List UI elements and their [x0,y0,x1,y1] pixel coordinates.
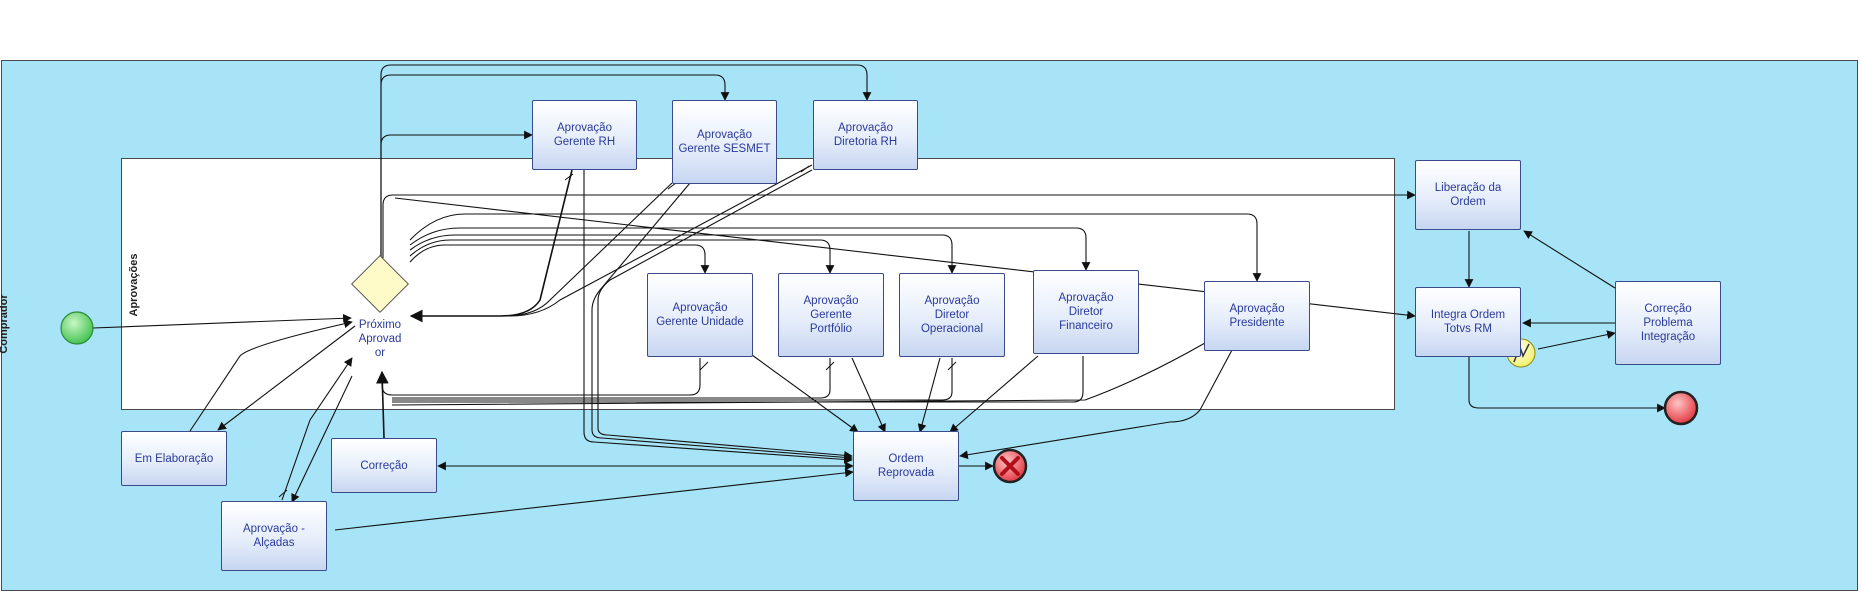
flow-diretoria-reprovada [597,169,853,460]
flow-financeiro-reprovada [949,355,1039,433]
flow-integra-end [1468,357,1666,413]
flow-rh-reprovada [583,170,853,464]
flow-gateway-diretoria [380,64,872,258]
task-label: Aprovação Gerente SESMET [678,129,771,155]
start-event [60,311,94,345]
task-label: Integra Ordem Totvs RM [1430,309,1506,335]
flow-gateway-portfolio [409,239,835,274]
task-gerente-unidade[interactable]: Aprovação Gerente Unidade [647,273,753,357]
task-gerente-sesmet[interactable]: Aprovação Gerente SESMET [672,100,777,184]
gateway-label: Próximo Aprovad or [358,319,402,359]
flow-error-correcao [1537,330,1616,350]
task-gerente-portfolio[interactable]: Aprovação Gerente Portfólio [778,273,884,357]
task-presidente[interactable]: Aprovação Presidente [1204,281,1310,351]
flow-gateway-operacional [409,234,957,274]
task-label: Correção [360,459,408,472]
flow-gateway-elaboracao [217,325,356,431]
flow-portfolio-gateway [392,358,831,399]
flow-presidente-reprovada [959,349,1233,460]
task-aprovacao-alcadas[interactable]: Aprovação - Alçadas [221,501,327,571]
flow-gateway-liberacao [382,190,1416,258]
task-diretoria-rh[interactable]: Aprovação Diretoria RH [813,100,918,170]
task-label: Liberação da Ordem [1434,182,1502,208]
task-diretor-financeiro[interactable]: Aprovação Diretor Financeiro [1033,270,1139,354]
task-liberacao-ordem[interactable]: Liberação da Ordem [1415,160,1521,230]
task-label: Aprovação Gerente Portfólio [803,295,859,335]
end-event [1663,390,1699,426]
task-gerente-rh[interactable]: Aprovação Gerente RH [532,100,637,170]
task-label: Correção Problema Integração [1640,303,1696,343]
task-correcao-problema-integracao[interactable]: Correção Problema Integração [1615,281,1721,365]
flow-operacional-gateway [392,358,953,401]
flow-portfolio-reprovada [851,357,886,433]
flow-alcadas-gateway [281,357,353,501]
flow-diretoria-gateway [509,164,813,317]
flow-start-gateway [92,313,352,329]
flow-unidade-gateway [381,358,701,396]
task-label: Aprovação Gerente Unidade [656,302,744,328]
x-circle-icon [992,448,1028,484]
task-label: Aprovação Presidente [1229,303,1285,329]
task-label: Aprovação Diretoria RH [833,122,898,148]
flow-gateway-financeiro [409,227,1091,271]
task-em-elaboracao[interactable]: Em Elaboração [121,431,227,486]
task-diretor-operacional[interactable]: Aprovação Diretor Operacional [899,273,1005,357]
flow-elaboracao-gateway [189,319,353,432]
task-label: Em Elaboração [134,452,214,465]
flow-operacional-reprovada [917,357,941,433]
flow-gateway-alcadas [291,375,353,503]
flow-rh-gateway [409,169,573,323]
task-label: Aprovação Diretor Operacional [920,295,983,335]
flow-gateway-unidade [409,244,710,274]
task-label: Aprovação - Alçadas [242,523,305,549]
task-label: Aprovação Diretor Financeiro [1058,292,1114,332]
task-label: Ordem Reprovada [877,453,935,479]
flow-sesmet-reprovada [591,182,853,462]
flow-gateway-presidente [409,213,1262,282]
flow-unidade-reprovada [751,354,859,433]
task-ordem-reprovada[interactable]: Ordem Reprovada [853,431,959,501]
task-correcao[interactable]: Correção [331,438,437,493]
gateway-proximo-aprovador [351,255,409,313]
flow-presidente-gateway [391,342,1206,406]
flow-correcao-liberacao [1523,230,1616,289]
task-label: Aprovação Gerente RH [553,122,616,148]
flow-alcadas-reprovada [334,468,854,531]
task-integra-ordem[interactable]: Integra Ordem Totvs RM [1415,287,1521,357]
